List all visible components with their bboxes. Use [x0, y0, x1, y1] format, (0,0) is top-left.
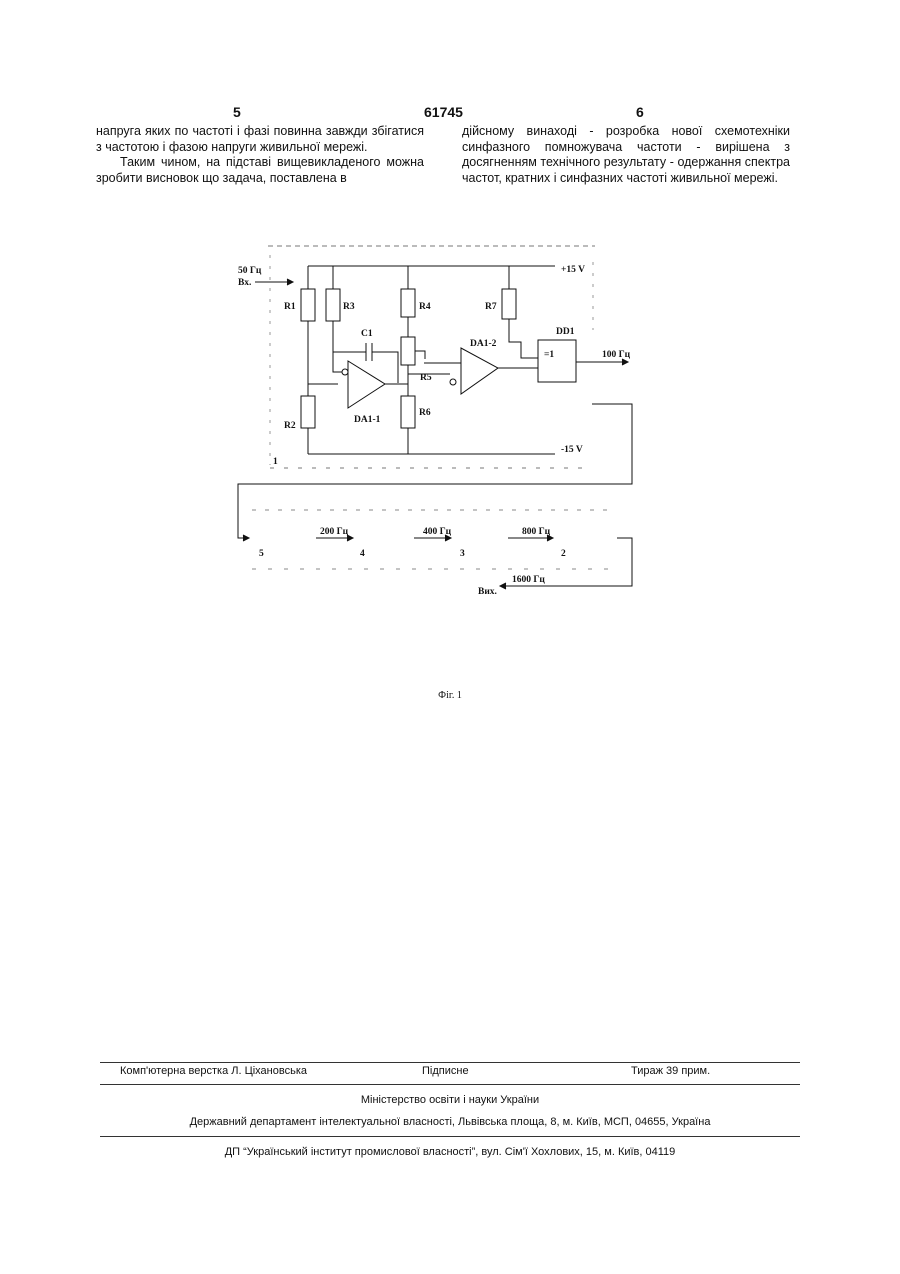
block-4-label: 4: [360, 549, 365, 559]
xor-symbol: =1: [544, 350, 554, 360]
circulation-note: Тираж 39 прим.: [631, 1065, 710, 1077]
block-3-label: 3: [460, 549, 465, 559]
block-2-label: 2: [561, 549, 566, 559]
input-label: Вх.: [238, 278, 251, 288]
opamp-da1-2-label: DA1-2: [470, 339, 497, 349]
resistor-r1-label: R1: [284, 302, 296, 312]
footer-rule-middle: [100, 1084, 800, 1085]
footer-rule-bottom: [100, 1136, 800, 1137]
frequency-800-label: 800 Гц: [522, 527, 551, 537]
resistor-r3-label: R3: [343, 302, 355, 312]
resistor-r4-label: R4: [419, 302, 431, 312]
resistor-r2-label: R2: [284, 421, 296, 431]
capacitor-c1-label: C1: [361, 329, 373, 339]
layout-credit: Комп'ютерна верстка Л. Ціхановська: [120, 1065, 307, 1077]
block-1-label: 1: [273, 457, 278, 467]
ministry-line: Міністерство освіти і науки України: [0, 1094, 900, 1106]
positive-supply-label: +15 V: [561, 265, 585, 275]
block-5-label: 5: [259, 549, 264, 559]
frequency-400-label: 400 Гц: [423, 527, 452, 537]
signed-note: Підписне: [422, 1065, 469, 1077]
logic-dd1-label: DD1: [556, 327, 575, 337]
frequency-200-label: 200 Гц: [320, 527, 349, 537]
opamp-da1-1-label: DA1-1: [354, 415, 381, 425]
output-label: Вих.: [478, 587, 497, 597]
input-frequency-label: 50 Гц: [238, 266, 262, 276]
output-frequency-100-label: 100 Гц: [602, 350, 631, 360]
resistor-r5-label: R5: [420, 373, 432, 383]
resistor-r6-label: R6: [419, 408, 431, 418]
negative-supply-label: -15 V: [561, 445, 583, 455]
department-line: Державний департамент інтелектуальної вл…: [0, 1116, 900, 1128]
resistor-r7-label: R7: [485, 302, 497, 312]
footer-rule-top: [100, 1062, 800, 1063]
figure-caption: Фіг. 1: [0, 690, 900, 701]
circuit-diagram: 50 Гц Вх. +15 V -15 V R1 R3 R4 R7 C1 DA1…: [0, 0, 900, 720]
frequency-1600-label: 1600 Гц: [512, 575, 545, 585]
institute-line: ДП “Український інститут промислової вла…: [0, 1146, 900, 1158]
